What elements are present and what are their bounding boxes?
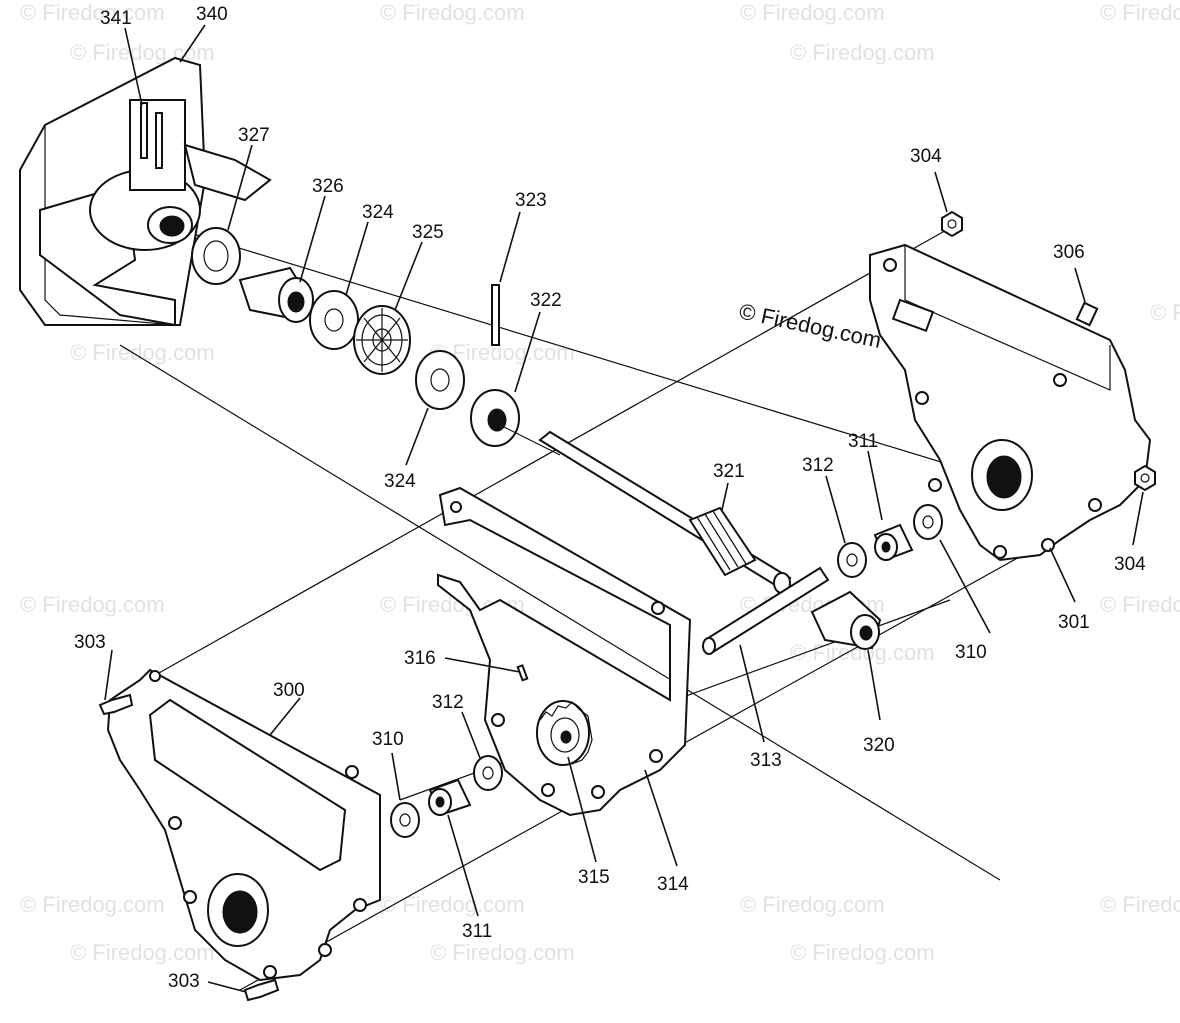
label-316: 316 (404, 648, 436, 669)
watermark: © Firedog.com (380, 0, 525, 25)
label-311-right: 311 (848, 431, 878, 452)
label-310-right: 310 (955, 642, 987, 663)
watermark: © Firedog.com (1150, 300, 1180, 325)
part-300-gear-case-left (106, 668, 381, 982)
part-321-worm-shaft (538, 430, 792, 594)
watermark: © Firedog.com (70, 940, 215, 965)
watermark: © Firedog.com (380, 892, 525, 917)
watermark: © Firedog.com (430, 940, 575, 965)
label-313: 313 (750, 750, 782, 771)
label-315: 315 (578, 867, 610, 888)
label-326: 326 (312, 176, 344, 197)
part-327-seal (191, 227, 241, 285)
label-304-upper: 304 (910, 146, 942, 167)
part-304-nut-upper (941, 210, 963, 238)
part-340-housing (19, 56, 272, 327)
label-306: 306 (1053, 242, 1085, 263)
part-324-washer-lower (415, 350, 465, 410)
watermark: © Firedog.com (20, 892, 165, 917)
part-312-washer-left (473, 755, 503, 791)
watermark: © Firedog.com (1100, 892, 1180, 917)
part-310-washer-right (913, 504, 943, 540)
label-312-right: 312 (802, 455, 834, 476)
label-312-left: 312 (432, 692, 464, 713)
part-303-bolt-lower (243, 978, 280, 1002)
part-314-gasket (437, 486, 692, 817)
label-322: 322 (530, 290, 562, 311)
label-314: 314 (657, 874, 689, 895)
label-323: 323 (515, 190, 547, 211)
label-303-upper: 303 (74, 632, 106, 653)
label-321: 321 (713, 461, 745, 482)
label-311-left: 311 (462, 921, 492, 942)
part-320-bushing (810, 590, 882, 650)
watermarks: © Firedog.com © Firedog.com © Firedog.co… (20, 0, 1180, 965)
part-310-washer-left (390, 802, 420, 838)
part-303-bolt-upper (98, 693, 134, 716)
part-323-pin (491, 284, 500, 346)
watermark: © Firedog.com (790, 940, 935, 965)
label-324-upper: 324 (362, 202, 394, 223)
part-326-bushing (238, 266, 314, 323)
label-340: 340 (196, 4, 228, 25)
part-316-key (516, 664, 529, 682)
watermark: © Firedog.com (20, 0, 165, 25)
label-324-lower: 324 (384, 471, 416, 492)
label-341: 341 (100, 8, 132, 29)
part-labels: 341 340 327 326 324 325 323 322 324 304 … (74, 4, 1146, 992)
label-325: 325 (412, 222, 444, 243)
label-301: 301 (1058, 612, 1090, 633)
part-301-gear-case-right (869, 243, 1152, 562)
part-306-grease-fitting (1075, 301, 1099, 327)
label-310-left: 310 (372, 729, 404, 750)
watermark: © Firedog.com (70, 40, 215, 65)
watermark: © Firedog.com (740, 892, 885, 917)
label-320: 320 (863, 735, 895, 756)
watermark: © Firedog.com (70, 340, 215, 365)
leader-lines (104, 24, 1144, 993)
watermark: © Firedog.com (1100, 592, 1180, 617)
part-324-washer-upper (309, 290, 359, 350)
label-300: 300 (273, 680, 305, 701)
watermark: © Firedog.com (790, 40, 935, 65)
part-311-bushing-left (428, 778, 472, 817)
label-303-lower: 303 (168, 971, 200, 992)
label-327: 327 (238, 125, 270, 146)
part-322-collar (470, 389, 561, 456)
watermark: © Firedog.com (740, 0, 885, 25)
part-313-shaft (702, 566, 830, 655)
part-315-gear (536, 700, 593, 766)
part-325-thrust-bearing (353, 305, 411, 375)
label-304-lower: 304 (1114, 554, 1146, 575)
part-304-nut-lower (1134, 464, 1156, 492)
watermark: © Firedog.com (20, 592, 165, 617)
watermark: © Firedog.com (1100, 0, 1180, 25)
part-312-washer-right (837, 542, 867, 578)
part-311-bushing-right (873, 523, 914, 562)
